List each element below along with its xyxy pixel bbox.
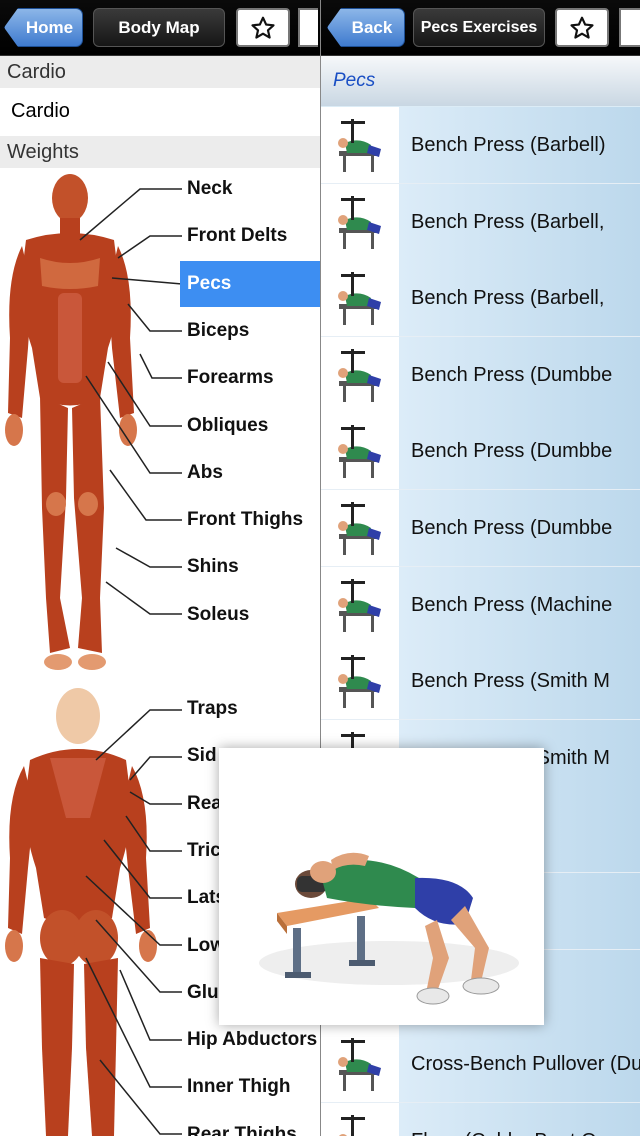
muscle-label[interactable]: Soleus xyxy=(187,603,250,625)
section-header-weights: Weights xyxy=(0,136,320,168)
exercise-thumbnail xyxy=(325,494,393,562)
exercise-list-pane: Back Pecs Exercises Pecs Bench Press (Ba… xyxy=(320,0,640,1136)
muscle-label[interactable]: Low xyxy=(187,934,225,956)
exercise-thumbnail xyxy=(325,647,393,716)
exercise-row[interactable]: Bench Press (Dumbbe xyxy=(321,490,640,567)
muscle-label[interactable]: Front Delts xyxy=(187,225,288,247)
muscle-label[interactable]: Rea xyxy=(187,792,222,814)
back-button[interactable]: Back xyxy=(327,8,405,47)
exercise-name: Bench Press (Barbell, xyxy=(411,287,605,310)
exercise-illustration xyxy=(259,852,519,1005)
body-map-pane: Home Body Map Cardio Cardio Weights xyxy=(0,0,320,1136)
exercise-thumbnail xyxy=(325,340,393,409)
muscle-label[interactable]: Front Thighs xyxy=(187,509,304,531)
exercise-name: Cross-Bench Pullover (Dumbbell) xyxy=(411,1053,640,1076)
home-button[interactable]: Home xyxy=(4,8,83,47)
muscle-label[interactable]: Glu xyxy=(187,981,219,1003)
muscle-label[interactable]: Obliques xyxy=(187,414,269,436)
nav-title: Body Map xyxy=(93,8,225,47)
exercise-row[interactable]: Bench Press (Barbell, xyxy=(321,183,640,261)
right-nav-bar: Back Pecs Exercises xyxy=(321,0,640,56)
muscle-label[interactable]: Tric xyxy=(187,839,221,861)
muscle-label[interactable]: Sid xyxy=(187,745,217,767)
exercise-row[interactable]: Cross-Bench Pullover (Dumbbell) xyxy=(321,1026,640,1104)
exercise-preview-popup[interactable] xyxy=(219,748,544,1025)
star-icon xyxy=(570,16,594,39)
section-header-pecs: Pecs xyxy=(321,56,640,106)
nav-overflow-button[interactable] xyxy=(298,8,318,47)
exercise-thumbnail xyxy=(325,264,393,333)
muscle-label[interactable]: Rear Thighs xyxy=(187,1123,297,1136)
muscle-label[interactable]: Forearms xyxy=(187,367,274,389)
list-item-cardio[interactable]: Cardio xyxy=(11,100,70,122)
muscle-label[interactable]: Lats xyxy=(187,887,227,909)
muscle-leader-lines xyxy=(79,188,183,1135)
nav-overflow-button[interactable] xyxy=(619,8,640,47)
exercise-name: Bench Press (Dumbbe xyxy=(411,363,613,386)
exercise-name: Flyes (Cable, Bent O xyxy=(411,1103,640,1136)
nav-title: Pecs Exercises xyxy=(413,8,545,47)
exercise-name: Bench Press (Machine xyxy=(411,593,613,616)
exercise-thumbnail xyxy=(325,187,393,256)
muscle-label[interactable]: Neck xyxy=(187,178,233,199)
muscle-label[interactable]: Pecs xyxy=(180,260,320,307)
front-body-figure xyxy=(5,174,137,670)
exercise-row[interactable]: Bench Press (Machine xyxy=(321,566,640,644)
muscle-label[interactable]: Inner Thigh xyxy=(187,1076,291,1098)
muscle-label[interactable]: Abs xyxy=(187,461,223,483)
exercise-row[interactable]: Bench Press (Dumbbe xyxy=(321,413,640,491)
exercise-row[interactable]: Bench Press (Dumbbe xyxy=(321,336,640,414)
exercise-row[interactable]: Bench Press (Barbell) xyxy=(321,107,640,184)
exercise-name: Bench Press (Barbell) xyxy=(411,134,606,156)
favorite-button[interactable] xyxy=(555,8,609,47)
exercise-name: Bench Press (Barbell, xyxy=(411,210,605,233)
exercise-name: Bench Press (Dumbbe xyxy=(411,440,613,463)
muscle-label[interactable]: Traps xyxy=(187,698,238,719)
exercise-name: Bench Press (Smith M xyxy=(411,670,610,693)
muscle-label[interactable]: Hip Abductors xyxy=(187,1029,318,1051)
muscle-label[interactable]: Biceps xyxy=(187,319,250,341)
star-icon xyxy=(251,16,275,39)
exercise-thumbnail xyxy=(325,111,393,179)
section-header-cardio: Cardio xyxy=(0,56,320,88)
exercise-thumbnail xyxy=(325,417,393,486)
left-nav-bar: Home Body Map xyxy=(0,0,320,56)
exercise-thumbnail xyxy=(325,1030,393,1099)
exercise-thumbnail xyxy=(325,1106,393,1136)
back-body-figure xyxy=(5,688,157,1136)
exercise-thumbnail xyxy=(325,570,393,639)
exercise-row[interactable]: Bench Press (Barbell, xyxy=(321,260,640,338)
exercise-row[interactable]: Bench Press (Smith M xyxy=(321,643,640,721)
exercise-name: Bench Press (Dumbbe xyxy=(411,517,613,539)
favorite-button[interactable] xyxy=(236,8,290,47)
muscle-label[interactable]: Shins xyxy=(187,556,239,578)
exercise-row[interactable]: Flyes (Cable, Bent O xyxy=(321,1102,640,1136)
